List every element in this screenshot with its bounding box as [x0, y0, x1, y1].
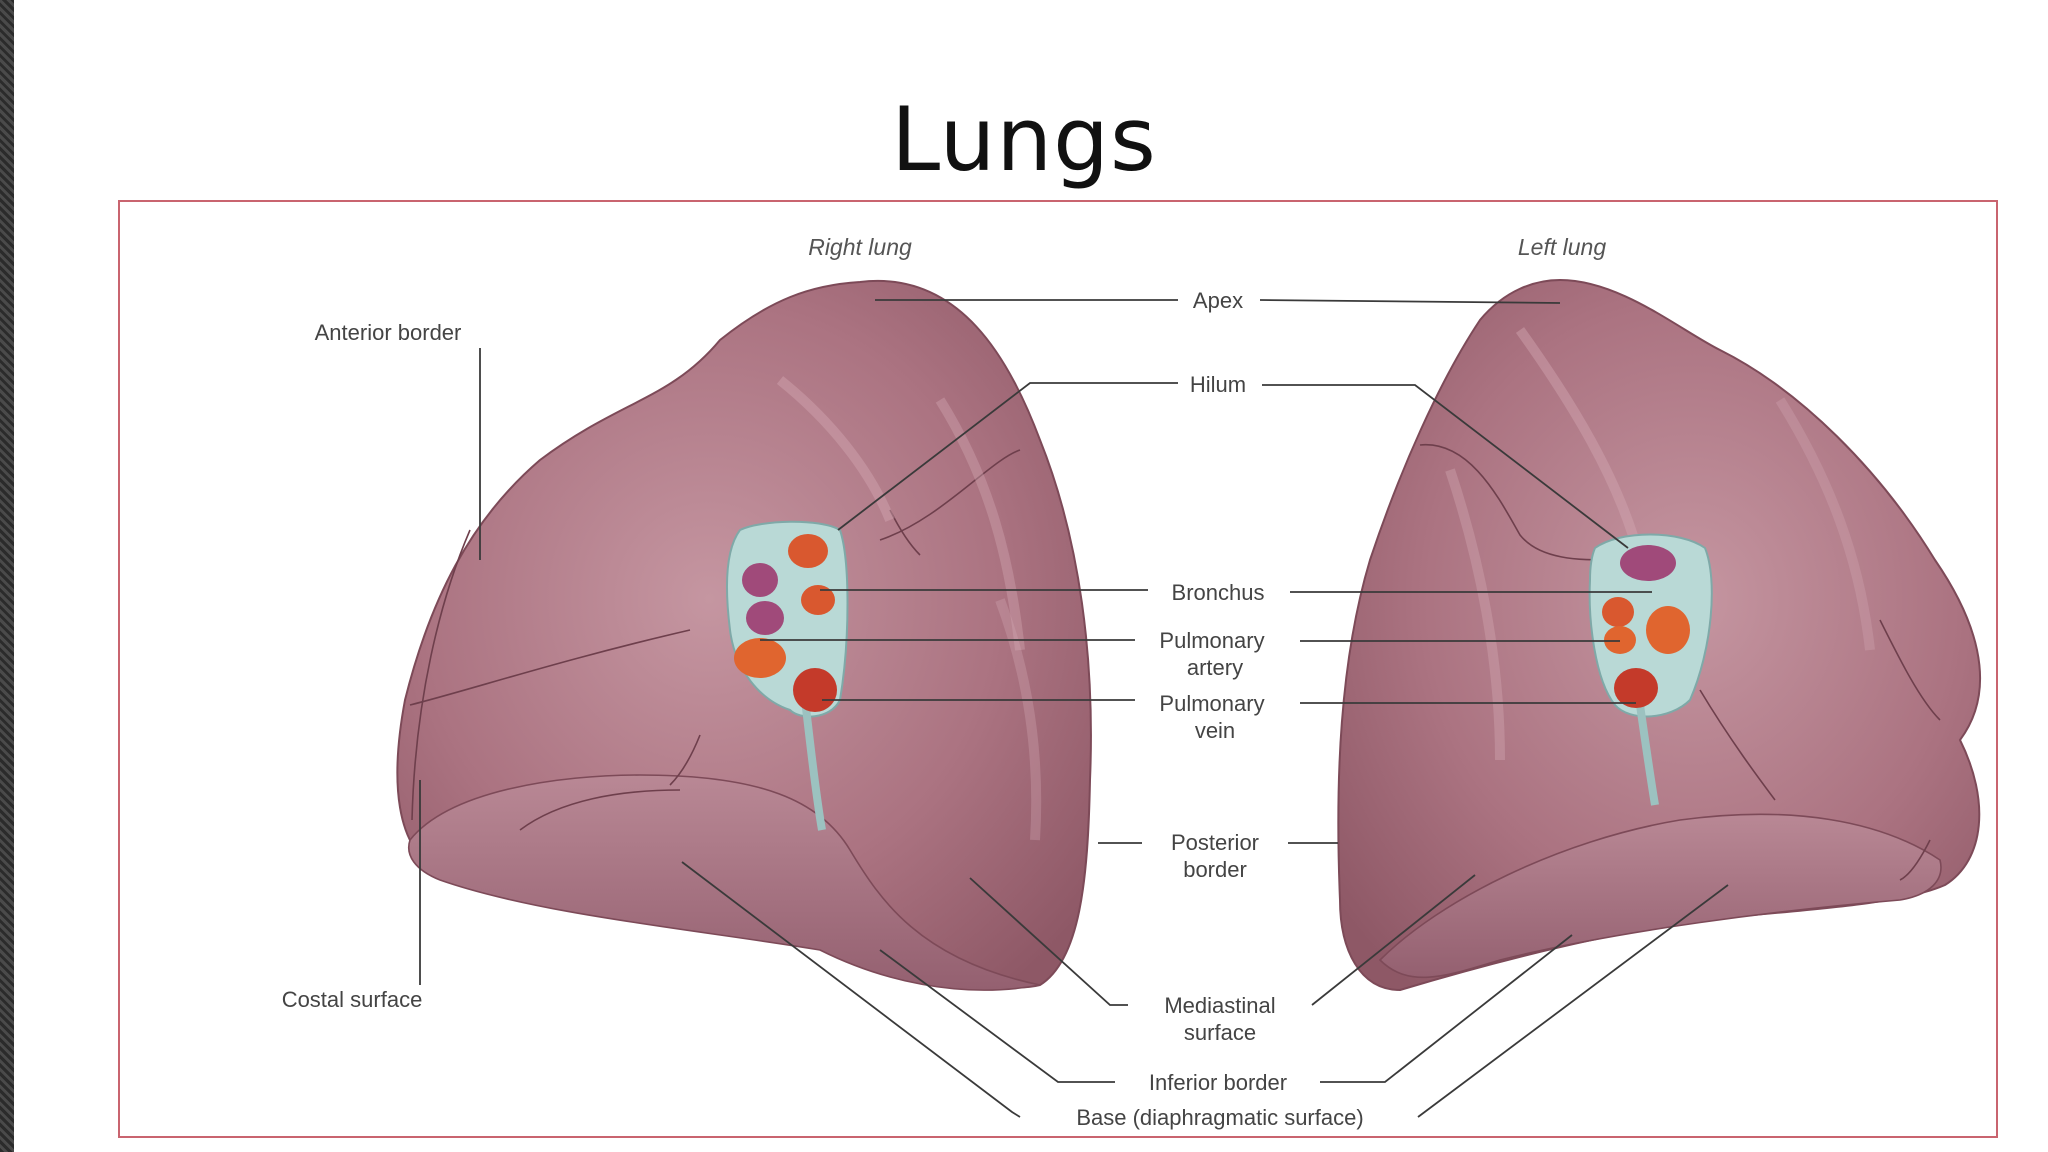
label-base: Base (diaphragmatic surface): [1076, 1105, 1363, 1130]
label-bronchus: Bronchus: [1172, 580, 1265, 605]
right-bronchus-lower: [746, 601, 784, 635]
right-pulmonary-artery: [801, 585, 835, 615]
left-pulmonary-vein-lower: [1614, 668, 1658, 708]
leader-lines: [419, 299, 1729, 1118]
label-pulmonary-vein-line1: Pulmonary: [1159, 691, 1264, 716]
right-bronchus-upper: [742, 563, 778, 597]
left-bronchus: [1620, 545, 1676, 581]
slide-edge-strip: [0, 0, 14, 1152]
label-costal-surface: Costal surface: [282, 987, 423, 1012]
label-right-lung: Right lung: [808, 234, 912, 260]
right-pulmonary-vein-upper: [734, 638, 786, 678]
right-pulmonary-vein-lower: [793, 668, 837, 712]
left-pulmonary-artery-small: [1602, 597, 1634, 627]
label-anterior-border: Anterior border: [315, 320, 462, 345]
label-inferior-border: Inferior border: [1149, 1070, 1287, 1095]
labels: Right lung Left lung Apex Hilum Bronchus…: [282, 234, 1607, 1130]
label-posterior-border-line2: border: [1183, 857, 1247, 882]
label-posterior-border-line1: Posterior: [1171, 830, 1259, 855]
label-apex: Apex: [1193, 288, 1243, 313]
slide-title: Lungs: [891, 88, 1157, 191]
right-pulmonary-artery-upper: [788, 534, 828, 568]
left-pulmonary-artery: [1604, 626, 1636, 654]
label-left-lung: Left lung: [1518, 234, 1606, 260]
left-lung-base: [1378, 813, 1942, 979]
label-hilum: Hilum: [1190, 372, 1246, 397]
right-lung-base: [408, 774, 1041, 991]
left-hilum: [1588, 533, 1713, 806]
label-pulmonary-artery-line1: Pulmonary: [1159, 628, 1264, 653]
label-pulmonary-vein-line2: vein: [1195, 718, 1235, 743]
label-pulmonary-artery-line2: artery: [1187, 655, 1243, 680]
label-mediastinal-surface-line2: surface: [1184, 1020, 1256, 1045]
left-pulmonary-vein-upper: [1646, 606, 1690, 654]
right-lung: [396, 279, 1092, 991]
right-hilum: [726, 520, 849, 831]
label-mediastinal-surface-line1: Mediastinal: [1164, 993, 1275, 1018]
left-lung: [1337, 278, 1981, 992]
